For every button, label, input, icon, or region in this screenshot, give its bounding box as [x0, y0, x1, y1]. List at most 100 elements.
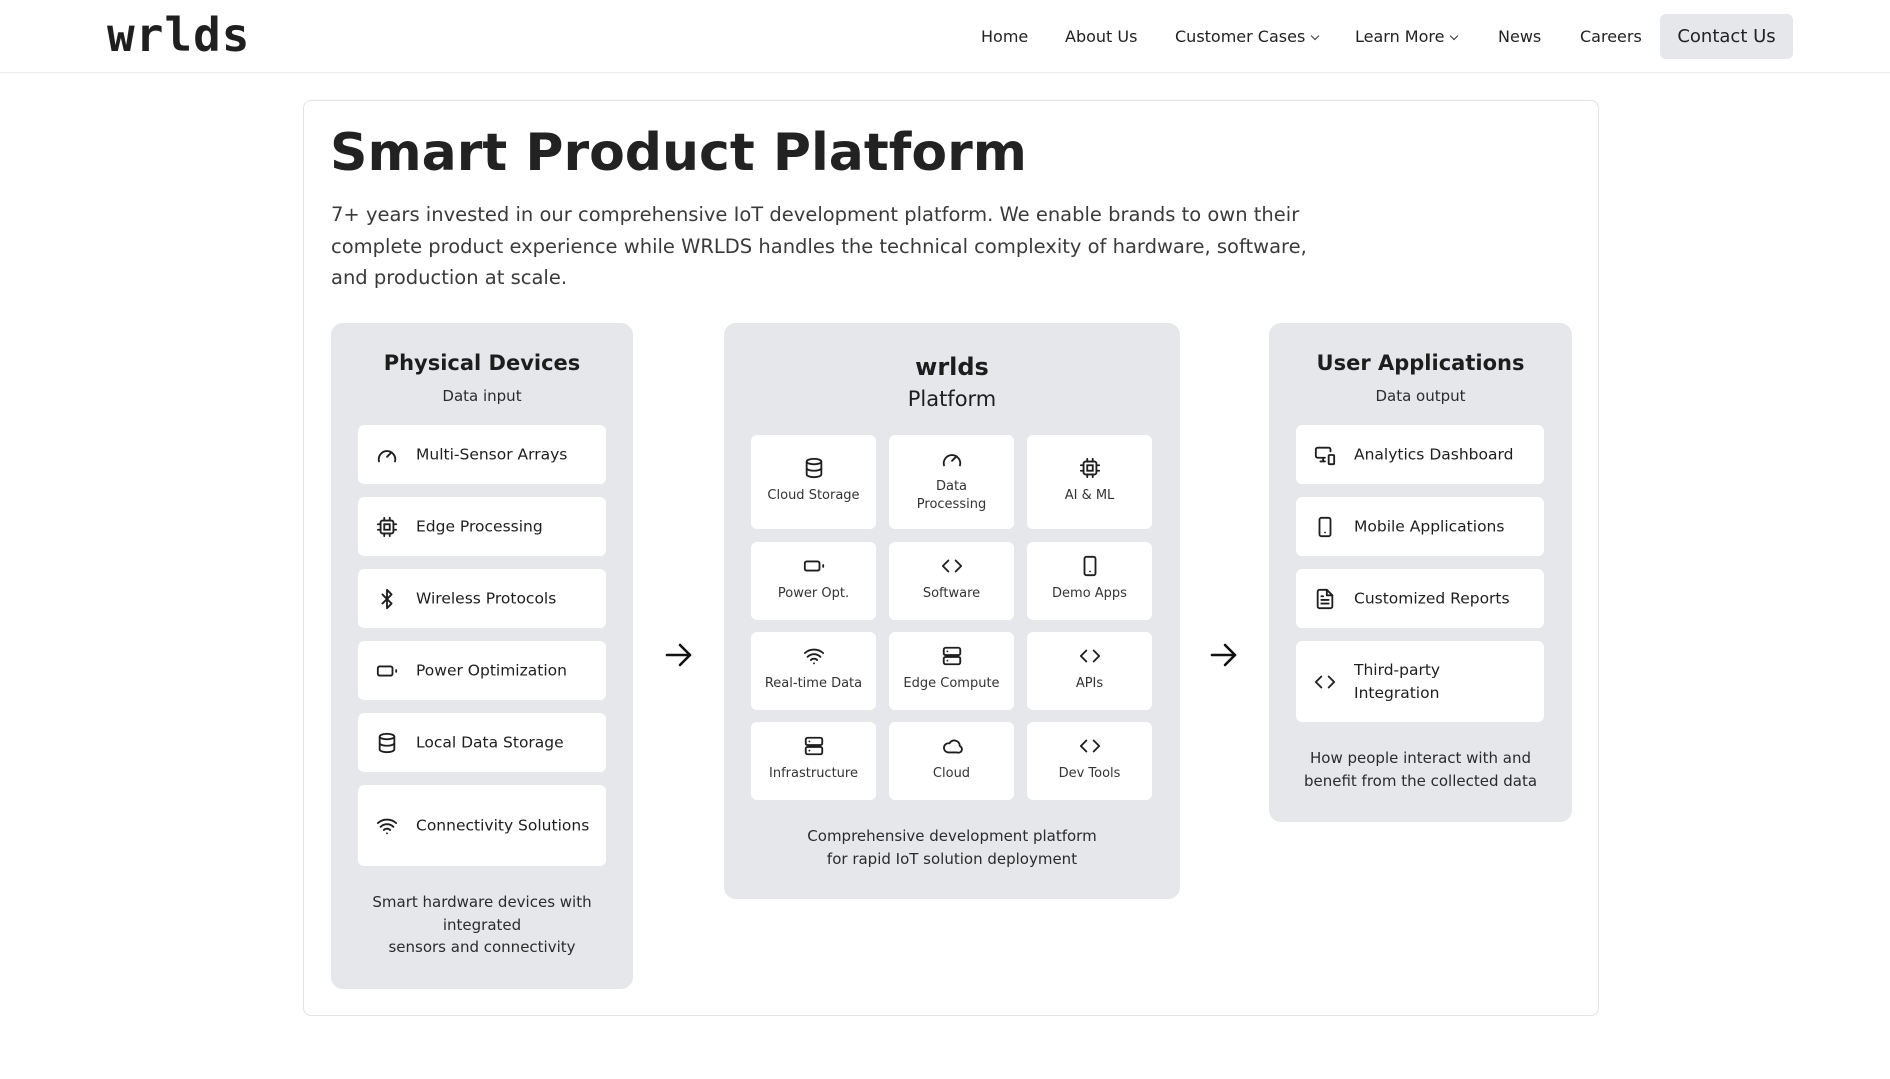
code-icon	[1314, 675, 1336, 688]
tile-label: Edge Compute	[903, 676, 1000, 691]
cpu-icon	[376, 516, 398, 537]
code-icon	[941, 559, 962, 573]
footer-line: Smart hardware devices with	[372, 893, 592, 911]
user-applications-subtitle: Data output	[1375, 387, 1466, 405]
platform-tile-real-time-data: Real-time Data	[751, 632, 876, 710]
app-item-analytics-dashboard: Analytics Dashboard	[1296, 425, 1544, 484]
app-item-label: Customized Reports	[1354, 589, 1510, 607]
arrow-right-icon	[665, 643, 692, 667]
physical-devices-footer: Smart hardware devices with integrated s…	[331, 891, 633, 959]
platform-footer: Comprehensive development platform for r…	[724, 825, 1180, 870]
device-item-label: Wireless Protocols	[416, 589, 557, 607]
footer-line: benefit from the collected data	[1303, 771, 1538, 790]
nav-home[interactable]: Home	[981, 27, 1029, 46]
device-item-label: Edge Processing	[416, 517, 543, 535]
platform-tile-edge-compute: Edge Compute	[889, 632, 1014, 710]
platform-tile-apis: APIs	[1027, 632, 1152, 710]
app-item-label: Mobile Applications	[1354, 517, 1505, 535]
tile-label: Infrastructure	[769, 766, 858, 781]
battery-icon	[376, 665, 398, 676]
nav-customer-cases-label: Customer Cases	[1175, 27, 1306, 46]
footer-line: integrated	[442, 915, 522, 934]
platform-tile-dev-tools: Dev Tools	[1027, 722, 1152, 800]
platform-tile-demo-apps: Demo Apps	[1027, 542, 1152, 620]
wifi-icon	[803, 648, 824, 665]
nav-careers[interactable]: Careers	[1580, 27, 1642, 46]
database-icon	[805, 457, 822, 479]
gauge-icon	[942, 454, 961, 467]
file-text-icon	[1316, 588, 1334, 609]
contact-us-button[interactable]: Contact Us	[1660, 14, 1793, 59]
code-icon	[1079, 649, 1100, 663]
tile-label: Power Opt.	[777, 586, 850, 601]
nav-customer-cases[interactable]: Customer Cases	[1175, 14, 1320, 59]
footer-line: How people interact with and	[1310, 749, 1531, 767]
platform-tile-software: Software	[889, 542, 1014, 620]
wrlds-logo[interactable]: wrlds	[107, 8, 251, 62]
chevron-down-icon	[1450, 31, 1459, 41]
tile-label: Demo Apps	[1052, 586, 1127, 601]
app-item-customized-reports: Customized Reports	[1296, 569, 1544, 628]
code-icon	[1079, 739, 1100, 753]
user-applications-panel: User Applications Data output Analytics …	[1269, 323, 1572, 822]
device-item-label: Connectivity Solutions	[416, 816, 590, 834]
platform-tile-power-opt: Power Opt.	[751, 542, 876, 620]
physical-devices-title: Physical Devices	[383, 351, 581, 375]
chevron-down-icon	[1311, 31, 1320, 41]
tile-label: Software	[922, 586, 981, 601]
platform-tile-data-processing: Data Processing	[889, 435, 1014, 529]
tile-label: Cloud Storage	[767, 488, 860, 503]
wifi-icon	[376, 818, 398, 834]
cloud-icon	[942, 739, 963, 754]
footer-line: Comprehensive development platform	[807, 827, 1097, 845]
arrow-right-icon	[1210, 643, 1237, 667]
cpu-icon	[1079, 457, 1100, 479]
site-header: wrlds Home About Us Customer Cases Learn…	[0, 0, 1890, 73]
smartphone-icon	[1083, 555, 1096, 577]
nav-about-us[interactable]: About Us	[1065, 27, 1138, 46]
nav-learn-more-label: Learn More	[1355, 27, 1445, 46]
platform-card: Smart Product Platform 7+ years invested…	[303, 100, 1599, 1016]
platform-panel: wrlds Platform Cloud Storage Data Proces…	[724, 323, 1180, 899]
device-item-power: Power Optimization	[358, 641, 606, 700]
monitor-smartphone-icon	[1314, 446, 1336, 465]
nav-learn-more[interactable]: Learn More	[1355, 14, 1459, 59]
platform-tile-infrastructure: Infrastructure	[751, 722, 876, 800]
device-item-wireless: Wireless Protocols	[358, 569, 606, 628]
nav-news[interactable]: News	[1498, 27, 1542, 46]
platform-tile-cloud-storage: Cloud Storage	[751, 435, 876, 529]
main-nav: Home About Us Customer Cases Learn More …	[0, 14, 1890, 59]
tile-label: Dev Tools	[1058, 766, 1121, 781]
app-item-mobile-applications: Mobile Applications	[1296, 497, 1544, 556]
footer-line: for rapid IoT solution deployment	[826, 849, 1078, 868]
gauge-icon	[377, 449, 397, 462]
footer-line: sensors and connectivity	[388, 938, 576, 956]
device-item-label: Power Optimization	[416, 661, 567, 679]
database-icon	[378, 732, 396, 753]
tile-label: Data Processing	[916, 479, 987, 512]
user-applications-footer: How people interact with and benefit fro…	[1269, 747, 1572, 792]
app-item-label: Third-party Integration	[1354, 660, 1441, 702]
platform-title: wrlds	[915, 353, 989, 381]
device-item-connectivity: Connectivity Solutions	[358, 785, 606, 866]
app-item-third-party-integration: Third-party Integration	[1296, 641, 1544, 722]
bluetooth-icon	[381, 588, 393, 609]
server-icon	[942, 646, 961, 666]
physical-devices-subtitle: Data input	[442, 387, 522, 405]
tile-label: Real-time Data	[764, 676, 863, 691]
device-item-local-storage: Local Data Storage	[358, 713, 606, 772]
intro-paragraph: 7+ years invested in our comprehensive I…	[331, 203, 1307, 289]
user-applications-title: User Applications	[1316, 351, 1525, 375]
smartphone-icon	[1318, 516, 1332, 537]
tile-label: APIs	[1075, 676, 1104, 691]
platform-tile-cloud: Cloud	[889, 722, 1014, 800]
device-item-label: Multi-Sensor Arrays	[416, 445, 568, 463]
physical-devices-panel: Physical Devices Data input Multi-Sensor…	[331, 323, 633, 989]
platform-subtitle: Platform	[907, 387, 997, 411]
page-title: Smart Product Platform	[330, 123, 1027, 183]
device-item-multi-sensor: Multi-Sensor Arrays	[358, 425, 606, 484]
tile-label: AI & ML	[1064, 488, 1115, 503]
server-icon	[804, 736, 823, 756]
battery-icon	[803, 560, 824, 572]
platform-tile-ai-ml: AI & ML	[1027, 435, 1152, 529]
